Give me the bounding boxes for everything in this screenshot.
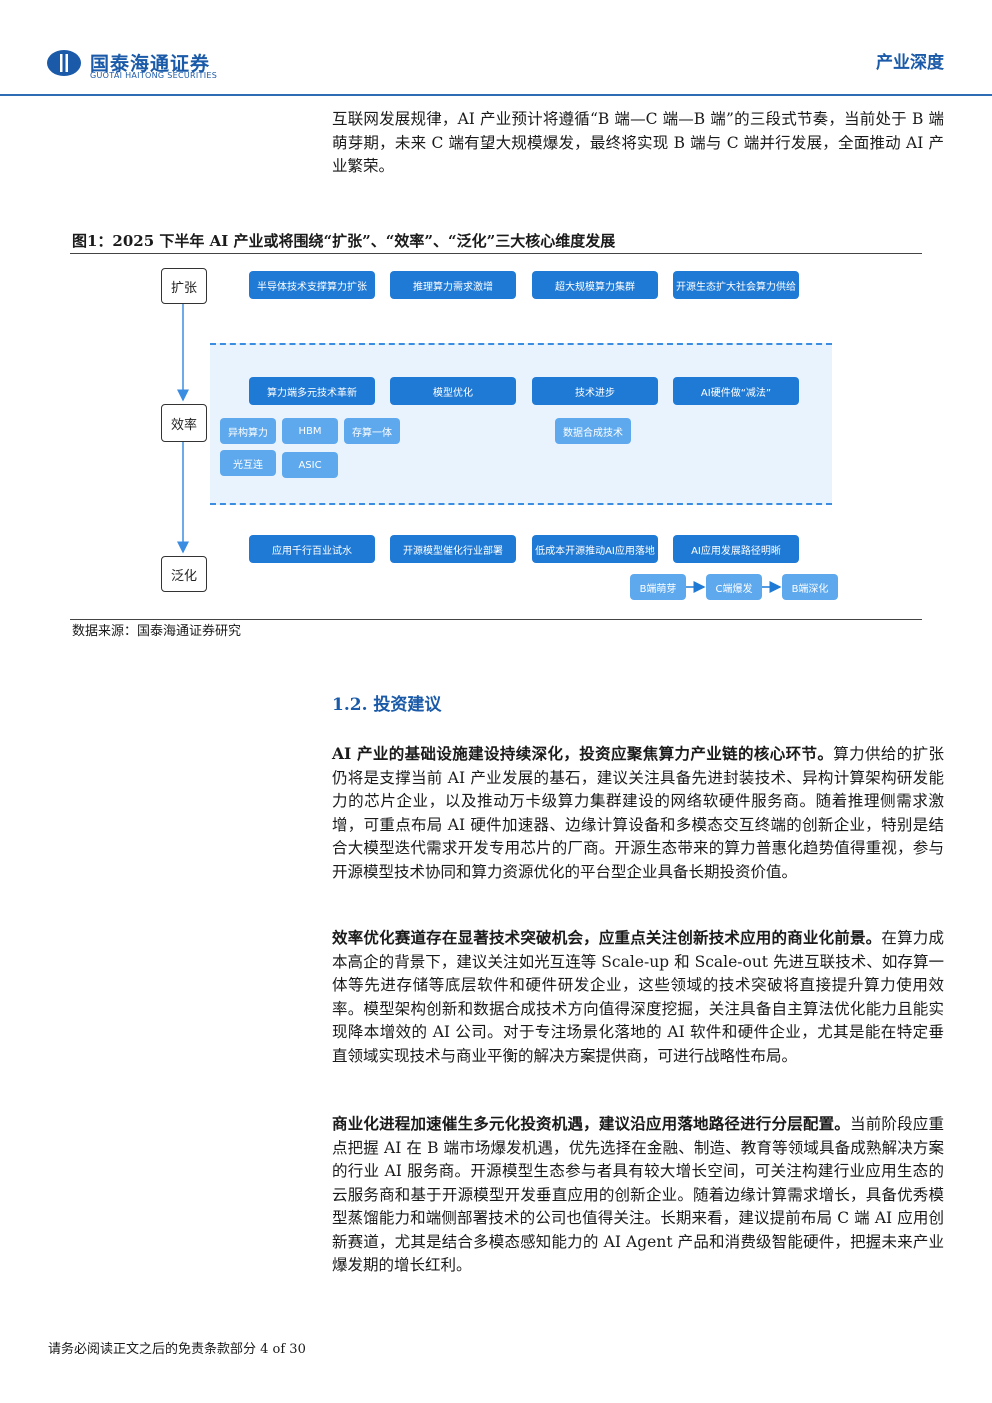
- path-stage: C端爆发: [706, 574, 762, 600]
- generalization-item: 开源模型催化行业部署: [390, 535, 516, 563]
- dimension-expansion: 扩张: [161, 268, 207, 304]
- company-logo: 国泰海通证券 GUOTAI HAITONG SECURITIES: [46, 47, 246, 81]
- efficiency-item: AI硬件做“减法”: [673, 377, 799, 405]
- paragraph-lead: 效率优化赛道存在显著技术突破机会，应重点关注创新技术应用的商业化前景。: [332, 928, 882, 947]
- body-paragraph: 商业化进程加速催生多元化投资机遇，建议沿应用落地路径进行分层配置。当前阶段应重点…: [332, 1112, 944, 1278]
- efficiency-sub-item: 存算一体: [344, 418, 400, 444]
- logo-mark-icon: [47, 50, 81, 76]
- paragraph-text: 当前阶段应重点把握 AI 在 B 端市场爆发机遇，优先选择在金融、制造、教育等领…: [332, 1115, 944, 1274]
- dimension-generalization: 泛化: [161, 556, 207, 592]
- page-footer: 请务必阅读正文之后的免责条款部分 4 of 30: [48, 1342, 306, 1357]
- path-stage: B端萌芽: [630, 574, 686, 600]
- logo-text-cn: 国泰海通证券: [90, 53, 211, 75]
- generalization-item: AI应用发展路径明晰: [673, 535, 799, 563]
- expansion-item: 推理算力需求激增: [390, 271, 516, 299]
- generalization-item: 低成本开源推动AI应用落地: [532, 535, 658, 563]
- diagram-connectors: [177, 304, 782, 593]
- paragraph-text: 算力供给的扩张仍将是支撑当前 AI 产业发展的基石，建议关注具备先进封装技术、异…: [332, 745, 944, 881]
- efficiency-item: 算力端多元技术革新: [249, 377, 375, 405]
- efficiency-sub-item: 光互连: [220, 450, 276, 476]
- body-paragraph: AI 产业的基础设施建设持续深化，投资应聚焦算力产业链的核心环节。算力供给的扩张…: [332, 742, 944, 884]
- paragraph-text: 在算力成本高企的背景下，建议关注如光互连等 Scale-up 和 Scale-o…: [332, 929, 944, 1065]
- path-stage: B端深化: [782, 574, 838, 600]
- efficiency-sub-item: 异构算力: [220, 418, 276, 444]
- paragraph-lead: 商业化进程加速催生多元化投资机遇，建议沿应用落地路径进行分层配置。: [332, 1114, 850, 1133]
- figure-title: 图1：2025 下半年 AI 产业或将围绕“扩张”、“效率”、“泛化”三大核心维…: [72, 232, 616, 250]
- efficiency-sub-item: 数据合成技术: [555, 418, 631, 444]
- figure-source: 数据来源：国泰海通证券研究: [72, 624, 242, 639]
- expansion-item: 半导体技术支撑算力扩张: [249, 271, 375, 299]
- paragraph-lead: AI 产业的基础设施建设持续深化，投资应聚焦算力产业链的核心环节。: [332, 744, 834, 763]
- dimension-efficiency: 效率: [161, 404, 207, 442]
- efficiency-sub-item: ASIC: [282, 452, 338, 478]
- body-paragraph: 效率优化赛道存在显著技术突破机会，应重点关注创新技术应用的商业化前景。在算力成本…: [332, 926, 944, 1068]
- generalization-item: 应用千行百业试水: [249, 535, 375, 563]
- efficiency-sub-item: HBM: [282, 418, 338, 444]
- expansion-item: 开源生态扩大社会算力供给: [673, 271, 799, 299]
- report-type-tag: 产业深度: [876, 53, 944, 73]
- efficiency-item: 技术进步: [532, 377, 658, 405]
- intro-paragraph: 互联网发展规律，AI 产业预计将遵循“B 端—C 端—B 端”的三段式节奏，当前…: [332, 110, 944, 175]
- section-heading: 1.2. 投资建议: [332, 695, 442, 715]
- figure-diagram: 扩张 效率 泛化 半导体技术支撑算力扩张 推理算力需求激增 超大规模算力集群 开…: [0, 0, 992, 620]
- logo-text-en: GUOTAI HAITONG SECURITIES: [90, 71, 218, 80]
- efficiency-item: 模型优化: [390, 377, 516, 405]
- figure-top-rule: [70, 253, 922, 254]
- header-divider: [0, 94, 992, 96]
- expansion-item: 超大规模算力集群: [532, 271, 658, 299]
- figure-bottom-rule: [70, 619, 922, 620]
